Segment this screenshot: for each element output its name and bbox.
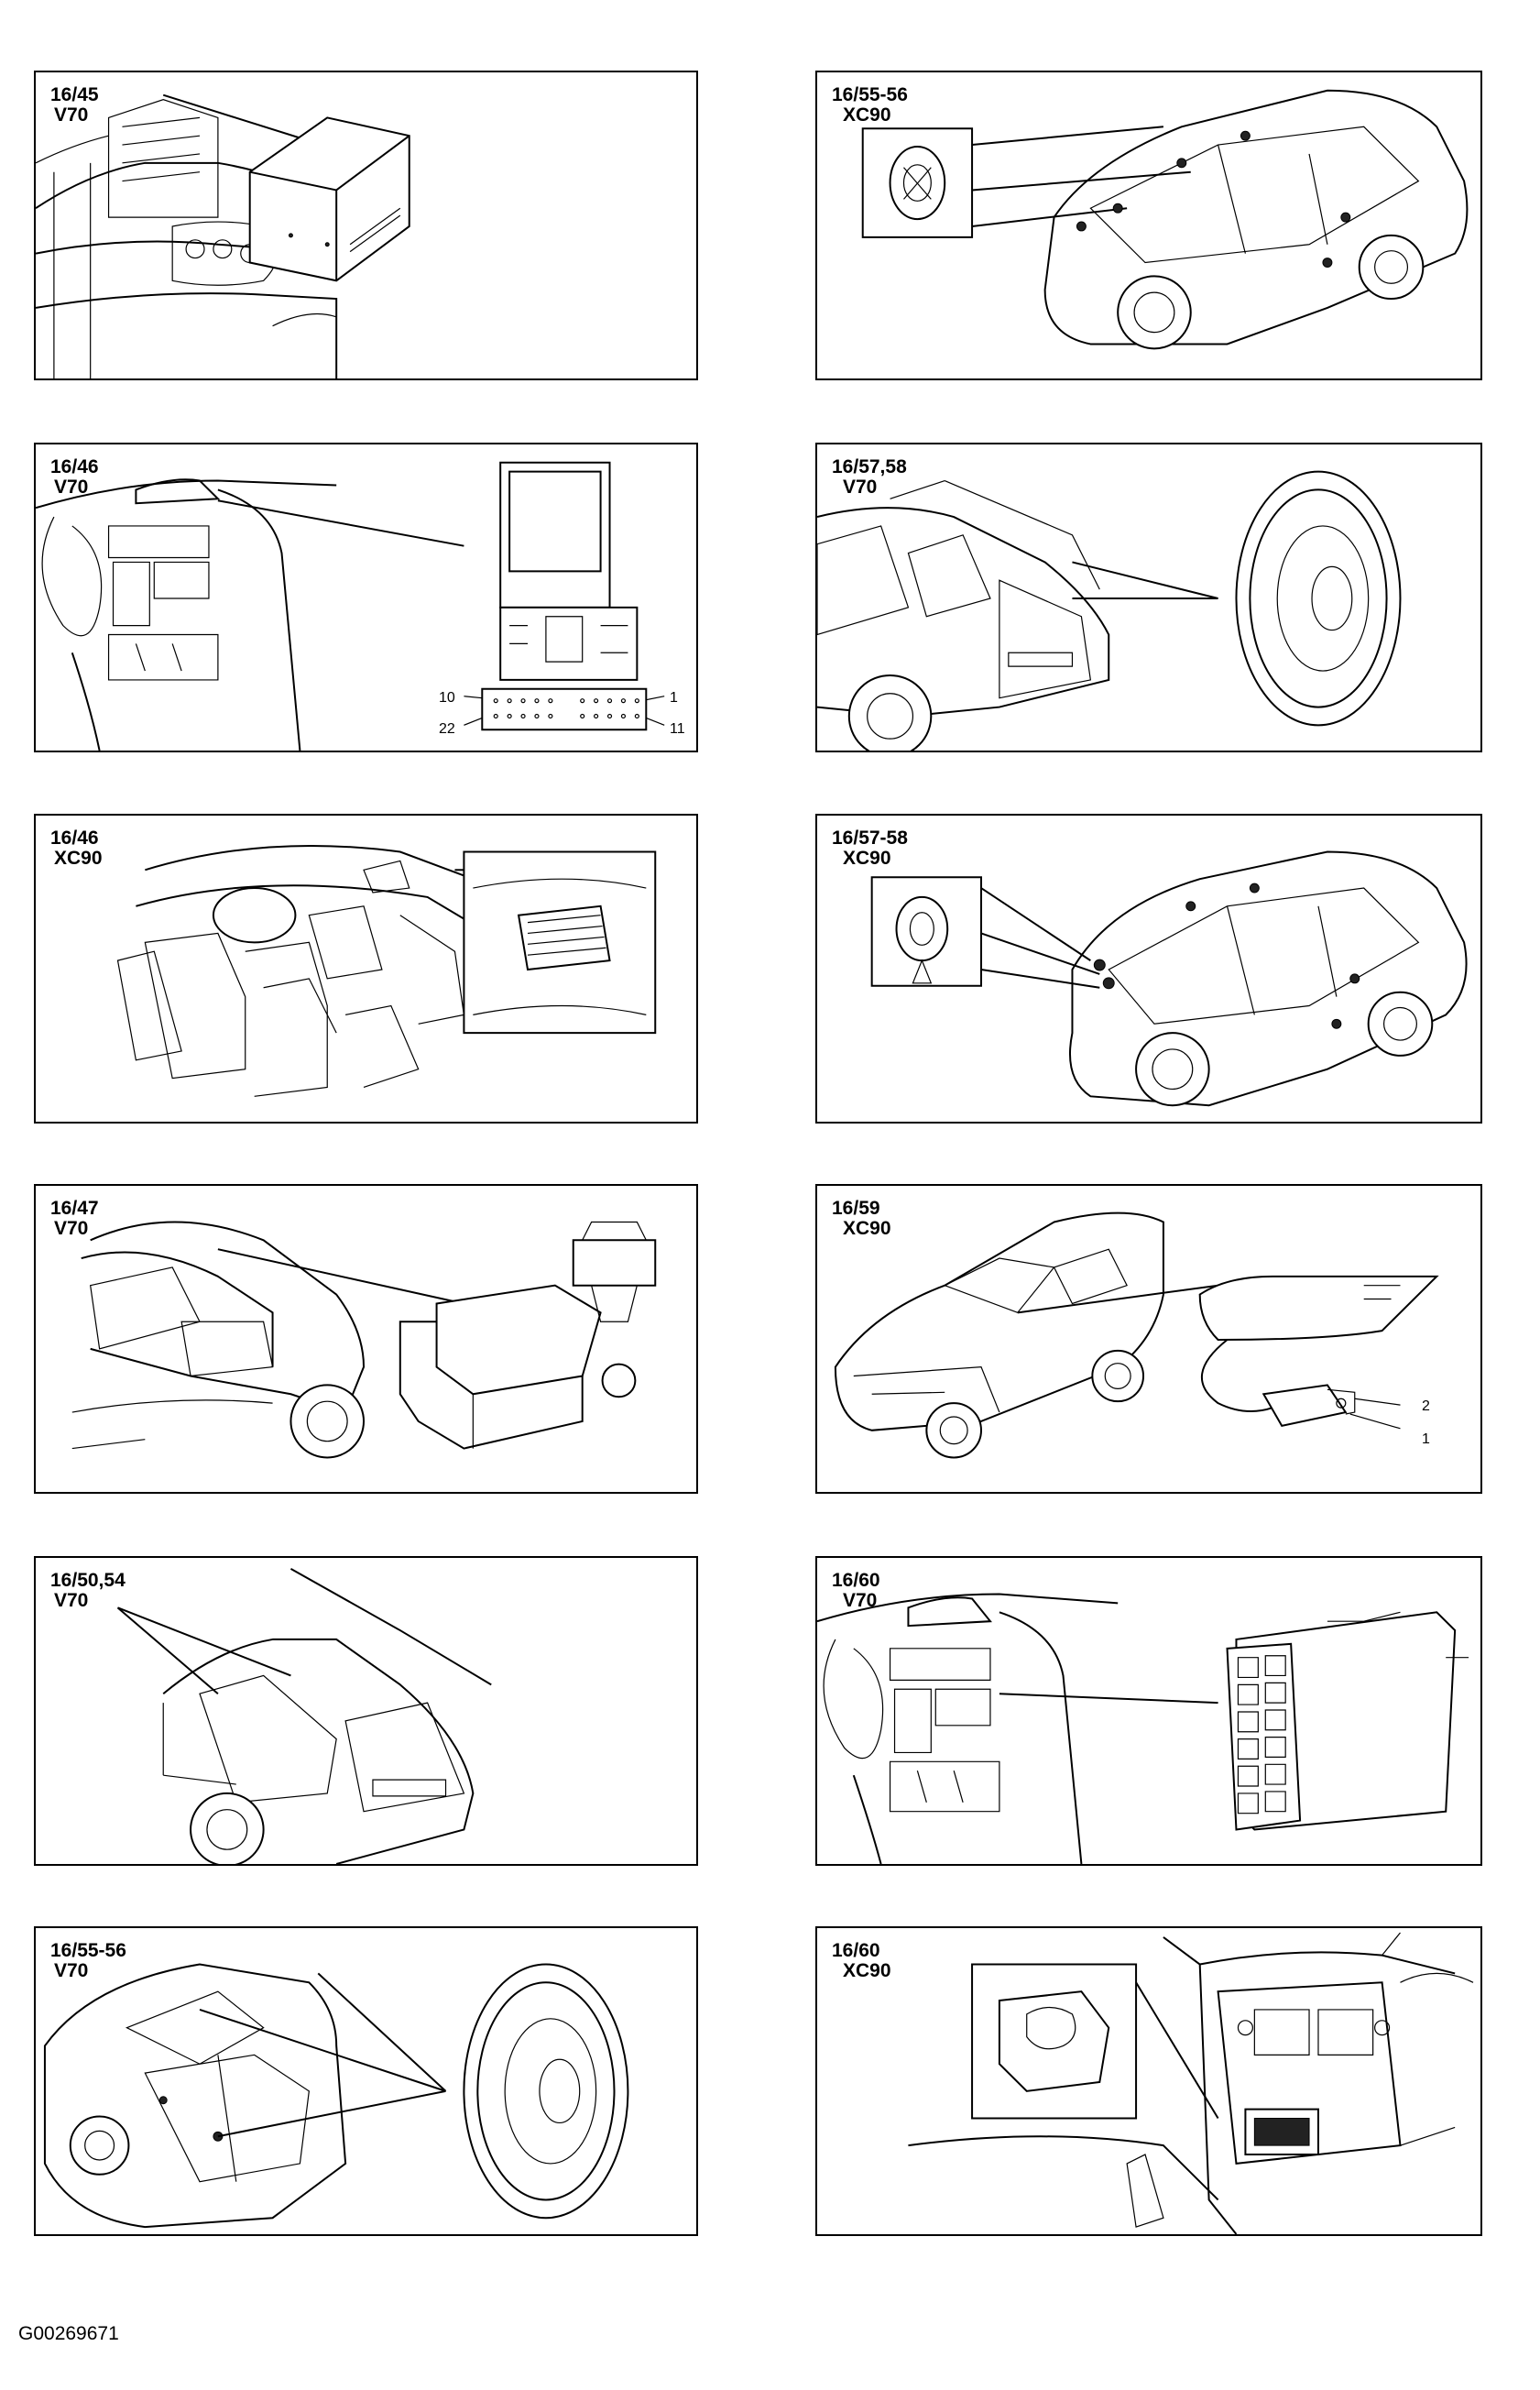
panel-ref: 16/45 [50, 84, 99, 105]
panel-model: XC90 [54, 848, 103, 869]
panel-model: V70 [54, 1218, 89, 1239]
panel-model: XC90 [843, 1960, 891, 1981]
figure-code: G00269671 [18, 2323, 119, 2344]
connector-pin-1: 1 [670, 690, 678, 706]
panel-model: XC90 [843, 104, 891, 126]
panel-16-57-58-xc90: 16/57-58 XC90 [815, 814, 1482, 1124]
panel-ref: 16/55-56 [50, 1940, 126, 1961]
panel-model: V70 [843, 477, 878, 498]
connector-pin-22: 22 [439, 721, 455, 737]
panel-ref: 16/46 [50, 456, 99, 477]
panel-16-55-56-xc90: 16/55-56 XC90 [815, 71, 1482, 380]
xc90-center-console-illustration [817, 1928, 1480, 2234]
panel-model: V70 [54, 1960, 89, 1981]
panel-label: 16/46 V70 [50, 457, 99, 498]
xc90-interior-display-illustration [36, 816, 696, 1122]
panel-ref: 16/46 [50, 828, 99, 849]
panel-label: 16/46 XC90 [50, 828, 103, 869]
panel-16-55-56-v70: 16/55-56 V70 [34, 1926, 698, 2236]
cargo-area-illustration [36, 72, 696, 378]
v70-rear-speaker-illustration [817, 444, 1480, 751]
xc90-door-module-illustration [817, 1186, 1480, 1492]
panel-label: 16/60 V70 [832, 1571, 880, 1611]
panel-ref: 16/60 [832, 1940, 880, 1961]
panel-label: 16/55-56 XC90 [832, 85, 908, 126]
panel-16-60-xc90: 16/60 XC90 [815, 1926, 1482, 2236]
panel-label: 16/55-56 V70 [50, 1941, 126, 1981]
panel-model: XC90 [843, 1218, 891, 1239]
panel-label: 16/50,54 V70 [50, 1571, 126, 1611]
panel-ref: 16/60 [832, 1570, 880, 1591]
panel-model: V70 [54, 1590, 89, 1611]
connector-pin-11: 11 [670, 721, 685, 737]
dashboard-display-illustration [36, 444, 696, 751]
v70-window-antenna-illustration [36, 1558, 696, 1864]
module-pin-1: 1 [1422, 1431, 1430, 1447]
panel-ref: 16/47 [50, 1198, 99, 1219]
panel-label: 16/57,58 V70 [832, 457, 907, 498]
panel-model: V70 [54, 104, 89, 126]
panel-16-57-58-v70: 16/57,58 V70 [815, 443, 1482, 752]
panel-ref: 16/57-58 [832, 828, 908, 849]
panel-16-47-v70: 16/47 V70 [34, 1184, 698, 1494]
v70-door-speaker-illustration [36, 1928, 696, 2234]
panel-model: V70 [54, 477, 89, 498]
panel-16-59-xc90: 16/59 XC90 2 1 [815, 1184, 1482, 1494]
panel-ref: 16/50,54 [50, 1570, 126, 1591]
module-pin-2: 2 [1422, 1398, 1430, 1414]
panel-ref: 16/57,58 [832, 456, 907, 477]
panel-16-46-v70: 16/46 V70 10 1 22 11 [34, 443, 698, 752]
panel-label: 16/60 XC90 [832, 1941, 891, 1981]
panel-ref: 16/59 [832, 1198, 880, 1219]
connector-pin-10: 10 [439, 690, 455, 706]
panel-16-60-v70: 16/60 V70 [815, 1556, 1482, 1866]
panel-label: 16/45 V70 [50, 85, 99, 126]
panel-model: V70 [843, 1590, 878, 1611]
panel-model: XC90 [843, 848, 891, 869]
panel-ref: 16/55-56 [832, 84, 908, 105]
panel-label: 16/47 V70 [50, 1199, 99, 1239]
panel-label: 16/57-58 XC90 [832, 828, 908, 869]
v70-control-panel-illustration [817, 1558, 1480, 1864]
xc90-rear-speaker-illustration [817, 72, 1480, 378]
panel-16-50-54-v70: 16/50,54 V70 [34, 1556, 698, 1866]
xc90-speaker-locations-illustration [817, 816, 1480, 1122]
panel-16-46-xc90: 16/46 XC90 [34, 814, 698, 1124]
v70-antenna-module-illustration [36, 1186, 696, 1492]
panel-label: 16/59 XC90 [832, 1199, 891, 1239]
panel-16-45-v70: 16/45 V70 [34, 71, 698, 380]
